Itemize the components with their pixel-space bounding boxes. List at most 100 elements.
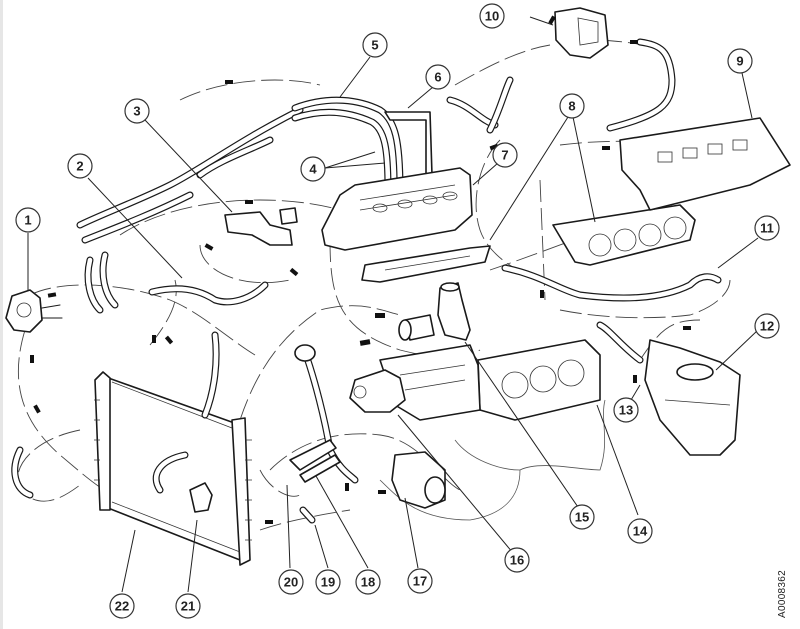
callout-number: 19 bbox=[321, 575, 335, 590]
callout-leaders bbox=[27, 16, 759, 593]
flow-path bbox=[639, 319, 701, 361]
callout-number: 15 bbox=[575, 510, 589, 525]
engine-block-outline bbox=[379, 399, 606, 521]
flow-path bbox=[475, 139, 561, 286]
callout-number: 2 bbox=[76, 159, 83, 174]
flow-path bbox=[179, 79, 321, 101]
thermostat-housing bbox=[437, 282, 471, 341]
callout-4: 4 bbox=[300, 156, 326, 182]
radiator bbox=[94, 371, 252, 566]
coolant-outlet-connector bbox=[224, 207, 298, 246]
leader-2 bbox=[87, 177, 183, 279]
callout-number: 13 bbox=[619, 403, 633, 418]
flow-path bbox=[454, 44, 551, 86]
callout-number: 14 bbox=[633, 524, 648, 539]
callout-number: 21 bbox=[181, 599, 195, 614]
leader-15 bbox=[464, 341, 581, 511]
leader-4a bbox=[324, 151, 376, 169]
callout-17: 17 bbox=[407, 568, 433, 594]
callout-7: 7 bbox=[492, 142, 518, 168]
expansion-tank-hose bbox=[596, 321, 644, 364]
callout-number: 12 bbox=[760, 319, 774, 334]
cylinder-head-left bbox=[321, 167, 473, 251]
callout-21: 21 bbox=[175, 593, 201, 619]
leader-5 bbox=[339, 56, 371, 98]
leader-9 bbox=[741, 72, 753, 119]
callout-number: 18 bbox=[361, 575, 375, 590]
short-coolant-hose bbox=[299, 506, 316, 524]
coolant-expansion-tank bbox=[644, 339, 741, 456]
cylinder-head-right bbox=[619, 117, 791, 211]
heater-hose-bundle bbox=[76, 106, 304, 314]
flow-path bbox=[199, 244, 291, 284]
leader-10 bbox=[529, 16, 554, 26]
leader-16 bbox=[397, 414, 514, 554]
callout-number: 1 bbox=[24, 213, 31, 228]
callout-number: 20 bbox=[284, 575, 298, 590]
callout-18: 18 bbox=[355, 569, 381, 595]
leader-7 bbox=[472, 162, 499, 186]
radiator-lower-hose bbox=[11, 331, 220, 499]
leader-18 bbox=[315, 475, 369, 569]
callout-1: 1 bbox=[15, 207, 41, 233]
callout-6: 6 bbox=[425, 64, 451, 90]
leader-8b bbox=[572, 116, 596, 223]
callout-number: 17 bbox=[413, 574, 427, 589]
leader-3 bbox=[144, 119, 233, 213]
coolant-bypass-tube bbox=[501, 264, 722, 302]
flow-direction-markers bbox=[30, 15, 691, 524]
coolant-pump-drive bbox=[391, 451, 446, 509]
callout-14: 14 bbox=[627, 518, 653, 544]
callout-number: 16 bbox=[510, 553, 524, 568]
leader-20 bbox=[286, 484, 291, 569]
flow-path bbox=[269, 433, 461, 491]
callout-11: 11 bbox=[754, 215, 780, 241]
callout-number: 11 bbox=[760, 221, 774, 236]
flow-path bbox=[259, 509, 351, 531]
callout-13: 13 bbox=[613, 397, 639, 423]
callout-15: 15 bbox=[569, 504, 595, 530]
thermostat bbox=[398, 314, 435, 341]
callout-number: 6 bbox=[434, 70, 441, 85]
leader-6 bbox=[407, 86, 434, 109]
throttle-body-hoses bbox=[446, 38, 676, 134]
callout-16: 16 bbox=[504, 547, 530, 573]
leader-17 bbox=[404, 497, 419, 569]
heater-tubes bbox=[291, 96, 404, 194]
callout-number: 22 bbox=[115, 599, 129, 614]
leader-22 bbox=[121, 529, 136, 593]
throttle-body bbox=[554, 7, 609, 59]
radiator-upper-hose bbox=[148, 281, 269, 306]
image-left-border bbox=[0, 0, 3, 629]
heater-control-valve bbox=[5, 289, 63, 333]
callout-5: 5 bbox=[362, 32, 388, 58]
callout-20: 20 bbox=[278, 569, 304, 595]
cylinder-block bbox=[477, 339, 601, 421]
callout-number: 3 bbox=[133, 104, 140, 119]
coolant-pipe-bracket bbox=[289, 439, 341, 483]
cylinder-head-gasket-left bbox=[361, 245, 491, 283]
flow-path bbox=[259, 469, 301, 497]
callout-2: 2 bbox=[67, 153, 93, 179]
callout-3: 3 bbox=[124, 98, 150, 124]
flow-path bbox=[239, 305, 401, 421]
callout-number: 7 bbox=[501, 148, 508, 163]
callout-number: 4 bbox=[309, 162, 317, 177]
leader-8a bbox=[489, 116, 569, 241]
callout-9: 9 bbox=[727, 48, 753, 74]
water-pump bbox=[349, 369, 406, 413]
radiator-bleed-valve bbox=[189, 482, 213, 513]
callout-8: 8 bbox=[559, 93, 585, 119]
leader-21 bbox=[187, 519, 198, 593]
cylinder-head-gasket-right bbox=[552, 204, 696, 266]
callout-22: 22 bbox=[109, 593, 135, 619]
callout-number: 9 bbox=[736, 54, 743, 69]
callout-12: 12 bbox=[754, 313, 780, 339]
leader-14 bbox=[596, 404, 639, 516]
leader-4b bbox=[324, 162, 386, 169]
callout-10: 10 bbox=[479, 3, 505, 29]
callout-number: 8 bbox=[568, 99, 575, 114]
flow-path bbox=[29, 284, 256, 356]
callout-number: 10 bbox=[485, 9, 499, 24]
